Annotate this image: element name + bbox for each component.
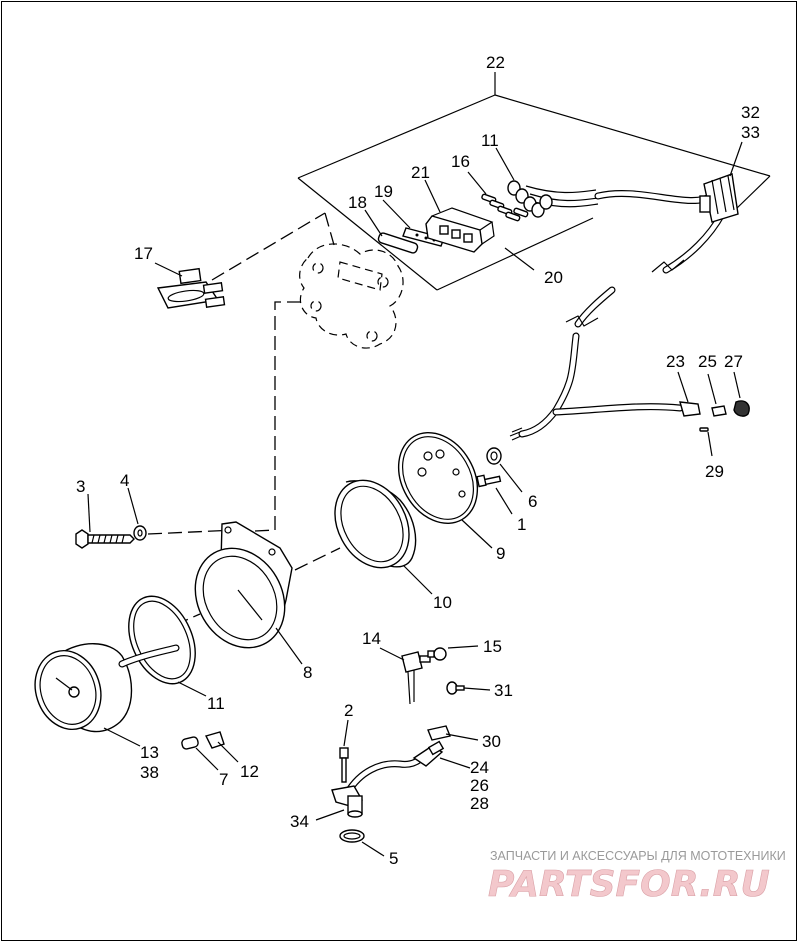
part-9-back-plate [397,432,493,549]
callout-26: 26 [470,776,489,795]
callout-28: 28 [470,794,489,813]
callout-14: 14 [362,629,381,648]
callout-16: 16 [451,152,470,171]
callout-labels: 22 32 33 11 16 21 19 18 17 20 23 25 27 2… [76,53,760,868]
part-31-screw [446,681,491,695]
callout-24: 24 [470,758,489,777]
part-2-screw [339,719,349,783]
watermark: ЗАПЧАСТИ И АКСЕССУАРЫ ДЛЯ МОТОТЕХНИКИ PA… [488,849,786,905]
part-7-bulb [181,736,219,771]
callout-21: 21 [411,163,430,182]
part-14-switch [379,647,431,705]
callout-34: 34 [290,812,309,831]
part-24-sensor [344,740,471,796]
callout-11: 11 [481,131,499,150]
callout-8: 8 [303,663,312,682]
callout-18: 18 [348,193,367,212]
part-11-wire-seals [495,147,599,218]
callout-9: 9 [496,544,505,563]
part-34-sensor-body [315,785,363,821]
part-29-pin [699,427,713,457]
callout-1: 1 [517,515,526,534]
callout-15: 15 [483,637,502,656]
part-1-screw [476,474,513,515]
callout-38: 38 [140,763,159,782]
part-18-gasket [364,209,419,254]
callout-33: 33 [741,123,760,142]
callout-10: 10 [433,593,452,612]
callout-25: 25 [698,352,717,371]
callout-13: 13 [140,743,159,762]
part-15-nut [427,645,479,661]
callout-3: 3 [76,477,85,496]
callout-6: 6 [528,492,537,511]
callout-32: 32 [741,103,760,122]
callout-23: 23 [666,352,685,371]
part-8-housing [194,521,303,665]
part-11-gasket-ring [128,595,207,697]
callout-30: 30 [482,732,501,751]
callout-5: 5 [389,849,398,868]
callout-19: 19 [374,182,393,201]
part-10-bezel-ring [334,479,433,595]
callout-27: 27 [724,352,743,371]
watermark-brand: PARTSFOR.RU [488,864,770,905]
callout-29: 29 [705,462,724,481]
part-13-gauge [34,643,180,747]
leader-20 [504,247,535,271]
part-17-socket-holder [154,262,226,309]
part-5-o-ring [339,829,385,857]
part-30-clip [427,725,479,741]
callout-20: 20 [544,268,563,287]
part-23-terminal [677,371,701,417]
part-21-connector-housing [424,179,495,253]
group-22-bracket [297,72,771,291]
watermark-tagline: ЗАПЧАСТИ И АКСЕССУАРЫ ДЛЯ МОТОТЕХНИКИ [490,849,786,863]
callout-11b: 11 [207,694,225,713]
mounting-bracket-outline [299,243,404,349]
part-25-clip [707,373,727,417]
part-3-screw [75,493,135,549]
part-16-terminal-pins [467,171,529,222]
part-27-cap [733,371,750,417]
callout-7: 7 [219,770,228,789]
callout-31: 31 [494,681,513,700]
part-4-washer [127,487,147,541]
callout-17: 17 [134,244,153,263]
callout-22: 22 [486,53,505,72]
part-32-33-connector [699,141,743,223]
callout-4: 4 [120,471,129,490]
part-6-grommet [486,447,523,493]
callout-12: 12 [240,762,259,781]
callout-2: 2 [344,701,353,720]
part-12-socket [204,731,239,763]
